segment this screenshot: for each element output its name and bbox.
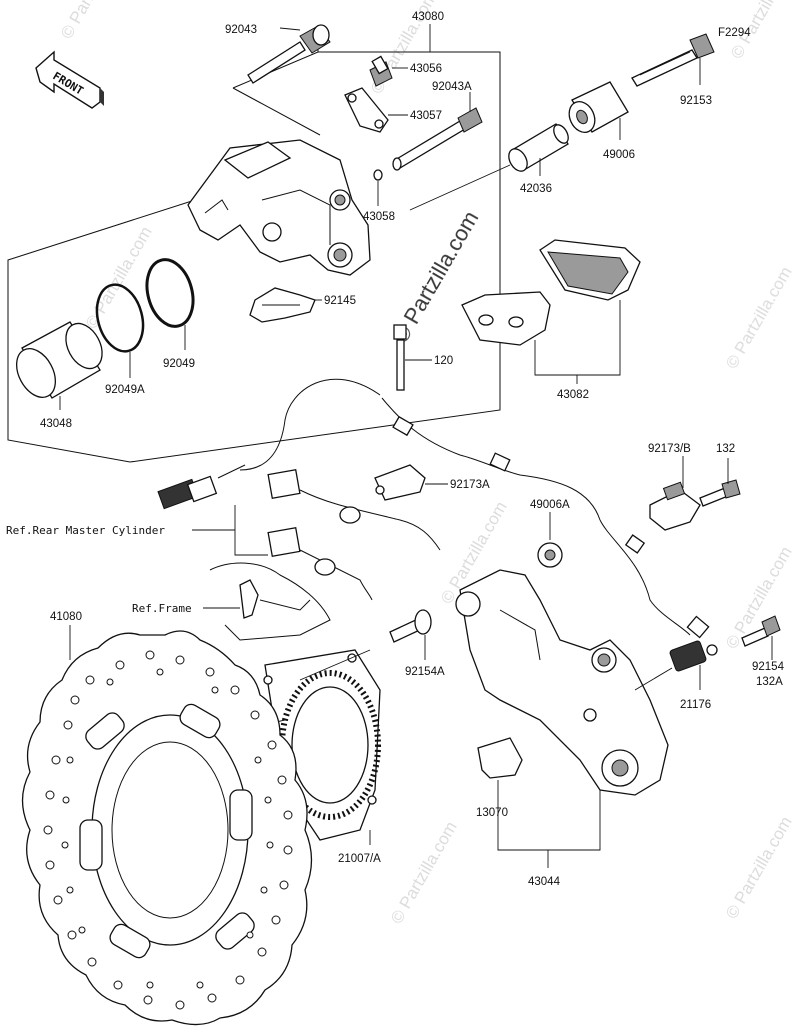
part-label-43044: 43044 — [528, 876, 561, 888]
part-label-21176: 21176 — [680, 699, 711, 711]
watermark: © Partzilla.com — [722, 263, 796, 372]
part-label-92153: 92153 — [680, 95, 712, 107]
abs-sensor-21176 — [669, 640, 718, 672]
pad-spring-43057 — [344, 87, 389, 133]
bolt-120 — [393, 324, 407, 391]
caliper-pin-92043 — [247, 24, 331, 84]
watermark: © Partzilla.com — [722, 813, 796, 922]
frame-fragment — [209, 562, 331, 641]
part-label-49006A: 49006A — [530, 499, 570, 511]
bolt-92154A — [389, 609, 432, 643]
part-label-43082: 43082 — [557, 389, 589, 401]
bolt-132 — [699, 479, 741, 507]
part-label-43057: 43057 — [410, 110, 442, 122]
ref-rear-master-cylinder: Ref.Rear Master Cylinder — [6, 524, 165, 537]
part-label-92173A: 92173A — [450, 479, 490, 491]
part-label-92154: 92154 — [752, 661, 785, 673]
part-label-132: 132 — [716, 443, 735, 455]
piston-seal-92049 — [145, 258, 195, 328]
bolt-92154 — [741, 615, 781, 647]
diagram-code: F2294 — [718, 27, 751, 39]
brake-disc-41080 — [21, 630, 313, 1026]
part-label-42036: 42036 — [520, 183, 552, 195]
watermark: © Partzilla.com — [387, 818, 461, 927]
bolt-92153 — [631, 33, 715, 87]
caliper-body — [187, 139, 371, 276]
caliper-pin-92043A — [392, 107, 483, 171]
ref-frame: Ref.Frame — [132, 602, 192, 615]
part-label-92049A: 92049A — [105, 384, 145, 396]
cap-43058 — [373, 169, 383, 181]
front-arrow-icon: FRONT — [35, 50, 104, 109]
part-label-92049: 92049 — [163, 358, 195, 370]
part-label-13070: 13070 — [476, 807, 508, 819]
part-label-92145: 92145 — [324, 295, 356, 307]
part-label-43058: 43058 — [363, 211, 395, 223]
collar-49006A — [537, 542, 563, 568]
part-label-49006: 49006 — [603, 149, 635, 161]
watermark: © Partzilla.com — [57, 0, 131, 42]
watermark: © Partzilla.com — [82, 223, 156, 332]
part-label-92173B: 92173/B — [648, 443, 691, 455]
caliper-bracket-43044 — [455, 569, 669, 796]
part-label-92154A: 92154A — [405, 666, 445, 678]
clamp-92173A — [374, 464, 426, 501]
part-label-41080: 41080 — [50, 611, 82, 623]
part-label-21007A: 21007/A — [338, 853, 381, 865]
piston-43048 — [16, 321, 103, 399]
sleeve-42036 — [508, 123, 569, 172]
part-label-132A: 132A — [756, 676, 783, 688]
part-label-92043: 92043 — [225, 24, 257, 36]
part-label-43056: 43056 — [410, 63, 442, 75]
part-label-43080: 43080 — [412, 11, 444, 23]
dust-seal-92049A — [95, 283, 145, 353]
bleeder-valve-43056 — [369, 55, 393, 87]
clamp-92173B — [649, 481, 701, 531]
spring-clip-92145 — [249, 287, 316, 323]
brake-hose — [239, 378, 710, 639]
part-label-92043A: 92043A — [432, 81, 472, 93]
brake-pad-inner — [461, 291, 551, 346]
master-cylinder-hose — [157, 464, 441, 601]
pad-clip-13070 — [477, 737, 523, 779]
brake-pad-outer — [539, 239, 641, 301]
part-label-120: 120 — [434, 355, 453, 367]
part-label-43048: 43048 — [40, 418, 72, 430]
collar-49006 — [568, 81, 629, 134]
